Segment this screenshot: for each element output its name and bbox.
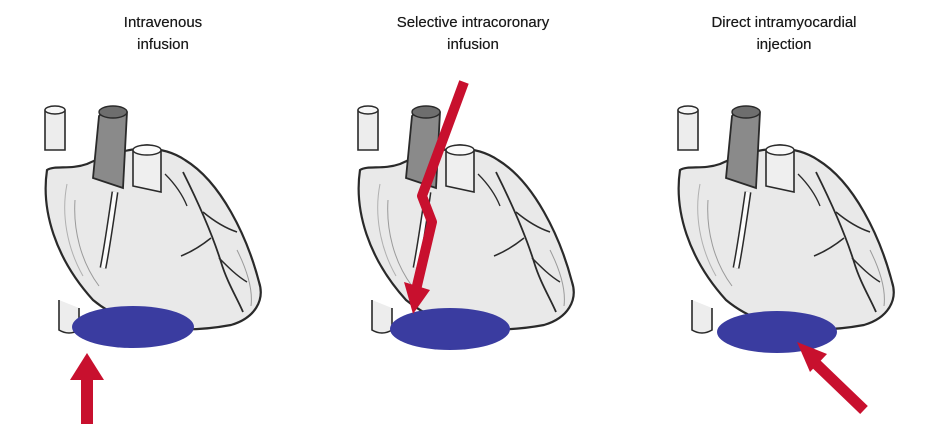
heart-illustration-intramyocardial: [678, 106, 894, 333]
arrow-intramyocardial: [797, 342, 864, 410]
arrow-intravenous: [70, 353, 104, 424]
target-region-intramyocardial: [717, 311, 837, 353]
heart-illustration-intravenous: [45, 106, 261, 333]
target-region-intracoronary: [390, 308, 510, 350]
heart-illustration-intracoronary: [358, 106, 574, 333]
target-region-intravenous: [72, 306, 194, 348]
